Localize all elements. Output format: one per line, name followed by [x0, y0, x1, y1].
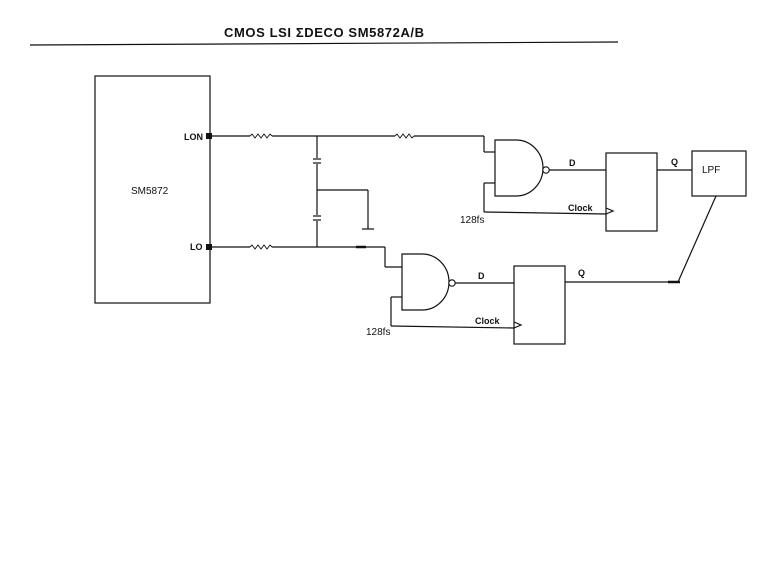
- upper-nand-gate: [483, 136, 550, 212]
- filter-capacitor-network: [313, 136, 374, 247]
- lower-nand-gate: [384, 247, 456, 326]
- lpf-block: [691, 150, 747, 197]
- page-title: CMOS LSI ΣDECO SM5872A/B: [224, 25, 425, 40]
- upper-clock-wire: [483, 211, 607, 215]
- lo-pin-label: LO: [190, 242, 203, 252]
- lo-pin: [206, 244, 212, 250]
- lower-128fs-label: 128fs: [366, 327, 390, 338]
- lon-wire: [212, 133, 484, 139]
- lower-d-flip-flop: [513, 265, 566, 345]
- lower-clock-wire: [390, 325, 515, 329]
- lo-wire: [212, 244, 385, 250]
- upper-clock-label: Clock: [568, 203, 594, 213]
- title-rule: [29, 41, 619, 46]
- lower-d-label: D: [478, 271, 485, 281]
- lower-q-label: Q: [578, 268, 585, 278]
- lon-pin: [206, 133, 212, 139]
- sm5872-chip: [94, 75, 211, 304]
- lon-pin-label: LON: [184, 132, 203, 142]
- upper-d-label: D: [569, 158, 576, 168]
- lower-clock-input-marker: [513, 321, 523, 329]
- lpf-label: LPF: [702, 165, 720, 176]
- lower-q-to-lpf-wire: [677, 195, 717, 283]
- upper-clock-input-marker: [605, 207, 615, 215]
- upper-128fs-label: 128fs: [460, 215, 484, 226]
- lower-clock-label: Clock: [475, 316, 501, 326]
- upper-q-label: Q: [671, 157, 678, 167]
- chip-name-label: SM5872: [131, 186, 169, 197]
- upper-d-flip-flop: [605, 152, 658, 232]
